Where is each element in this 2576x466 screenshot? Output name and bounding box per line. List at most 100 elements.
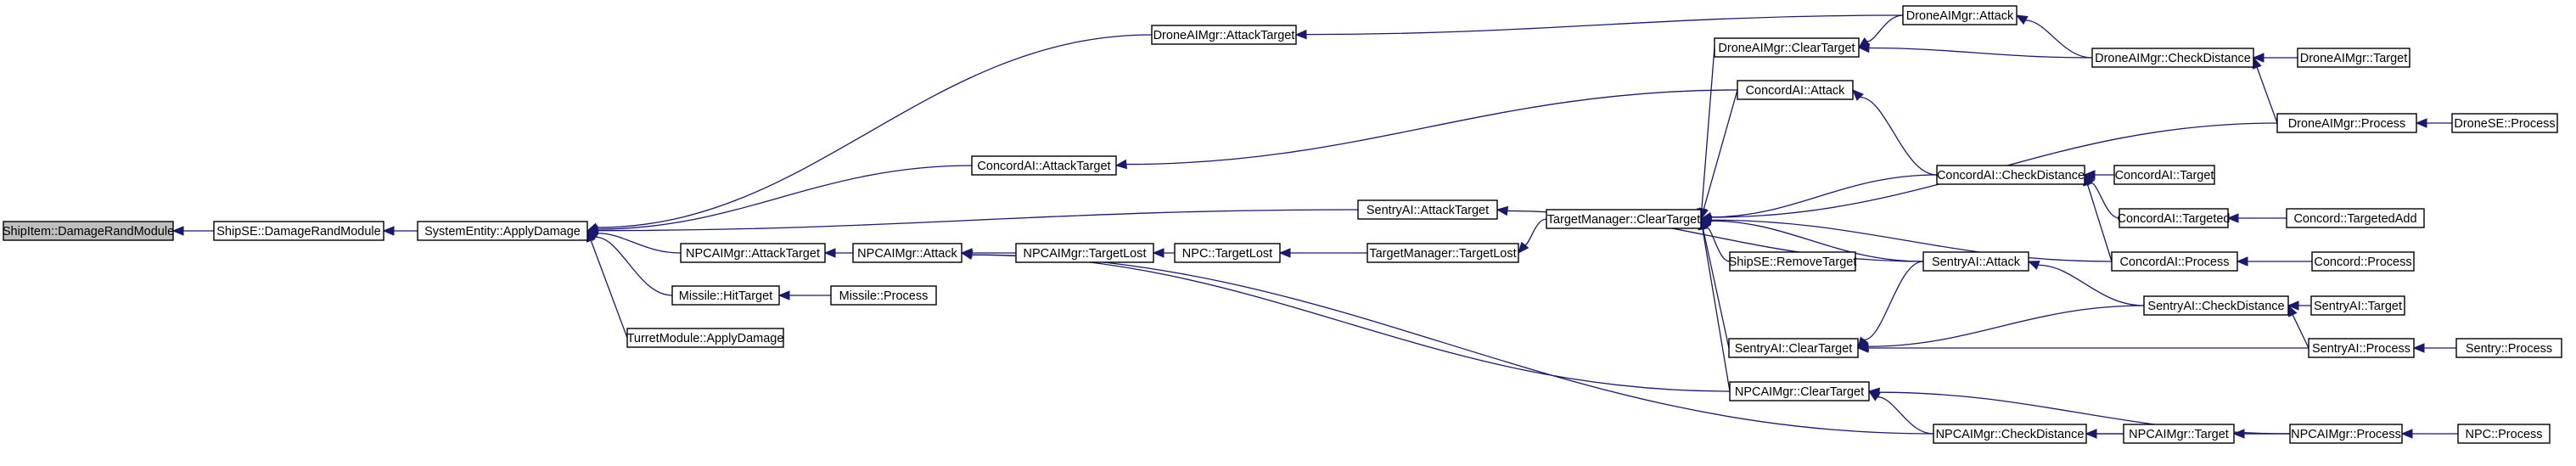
graph-node[interactable]: ShipSE::RemoveTarget xyxy=(1729,251,1857,272)
node-box[interactable] xyxy=(2310,295,2405,316)
graph-node[interactable]: DroneAIMgr::CheckDistance xyxy=(2091,48,2254,68)
node-label[interactable]: DroneAIMgr::AttackTarget xyxy=(1153,29,1295,42)
graph-node[interactable]: SentryAI::Attack xyxy=(1922,251,2029,272)
graph-node[interactable]: ConcordAI::AttackTarget xyxy=(971,155,1117,176)
node-label[interactable]: SystemEntity::ApplyDamage xyxy=(424,225,581,239)
node-box[interactable] xyxy=(2455,338,2562,358)
node-label[interactable]: ConcordAI::CheckDistance xyxy=(1937,169,2085,182)
node-box[interactable] xyxy=(671,285,780,306)
node-box[interactable] xyxy=(680,243,826,263)
node-box[interactable] xyxy=(1728,338,1859,358)
node-box[interactable] xyxy=(1546,209,1702,229)
graph-node[interactable]: DroneAIMgr::Target xyxy=(2297,48,2410,68)
node-box[interactable] xyxy=(1015,243,1154,263)
node-label[interactable]: Missile::HitTarget xyxy=(679,289,772,303)
graph-node[interactable]: SentryAI::CheckDistance xyxy=(2143,295,2289,316)
node-label[interactable]: NPC::Process xyxy=(2465,428,2542,441)
node-label[interactable]: NPCAIMgr::AttackTarget xyxy=(686,247,820,261)
node-box[interactable] xyxy=(2308,338,2415,358)
node-box[interactable] xyxy=(852,243,962,263)
node-box[interactable] xyxy=(213,221,384,241)
node-label[interactable]: SentryAI::ClearTarget xyxy=(1735,342,1853,356)
node-label[interactable]: SentryAI::CheckDistance xyxy=(2147,300,2284,313)
node-box[interactable] xyxy=(2289,424,2403,444)
graph-node[interactable]: DroneAIMgr::Process xyxy=(2276,113,2417,133)
node-box[interactable] xyxy=(1714,37,1860,58)
graph-node[interactable]: SystemEntity::ApplyDamage xyxy=(417,221,588,241)
graph-node[interactable]: TargetManager::TargetLost xyxy=(1367,243,1519,263)
graph-node[interactable]: NPCAIMgr::ClearTarget xyxy=(1729,381,1870,401)
node-label[interactable]: DroneAIMgr::ClearTarget xyxy=(1718,42,1855,55)
node-box[interactable] xyxy=(417,221,588,241)
node-label[interactable]: SentryAI::Attack xyxy=(1932,255,2021,269)
node-box[interactable] xyxy=(1902,5,2018,25)
node-box[interactable] xyxy=(1357,199,1498,220)
graph-node[interactable]: Missile::HitTarget xyxy=(671,285,780,306)
node-label[interactable]: NPCAIMgr::Attack xyxy=(857,247,957,261)
graph-node[interactable]: TargetManager::ClearTarget xyxy=(1546,209,1702,229)
node-label[interactable]: DroneAIMgr::Attack xyxy=(1906,9,2014,23)
node-box[interactable] xyxy=(1367,243,1519,263)
node-box[interactable] xyxy=(1729,251,1856,272)
node-label[interactable]: ConcordAI::Target xyxy=(2115,169,2214,182)
graph-node[interactable]: Sentry::Process xyxy=(2455,338,2562,358)
node-box[interactable] xyxy=(971,155,1117,176)
node-label[interactable]: Concord::Process xyxy=(2314,255,2411,269)
node-box[interactable] xyxy=(2091,48,2254,68)
node-box[interactable] xyxy=(1174,243,1281,263)
node-box[interactable] xyxy=(830,285,937,306)
graph-node[interactable]: ConcordAI::CheckDistance xyxy=(1936,165,2085,185)
graph-node[interactable]: ShipItem::DamageRandModule xyxy=(3,221,174,241)
graph-node[interactable]: SentryAI::Target xyxy=(2310,295,2405,316)
node-label[interactable]: TargetManager::TargetLost xyxy=(1369,247,1516,261)
node-box[interactable] xyxy=(626,328,784,348)
node-box[interactable] xyxy=(2286,208,2425,228)
node-box[interactable] xyxy=(3,221,174,241)
node-box[interactable] xyxy=(1151,25,1297,45)
node-label[interactable]: NPCAIMgr::ClearTarget xyxy=(1735,385,1864,399)
graph-node[interactable]: TurretModule::ApplyDamage xyxy=(626,328,784,348)
node-label[interactable]: Sentry::Process xyxy=(2466,342,2552,356)
node-label[interactable]: ConcordAI::Process xyxy=(2120,255,2230,269)
graph-node[interactable]: NPC::TargetLost xyxy=(1174,243,1281,263)
node-label[interactable]: NPCAIMgr::Target xyxy=(2129,428,2229,441)
graph-node[interactable]: Concord::TargetedAdd xyxy=(2286,208,2425,228)
node-label[interactable]: ShipSE::RemoveTarget xyxy=(1729,255,1857,269)
node-box[interactable] xyxy=(1936,165,2085,185)
graph-node[interactable]: NPCAIMgr::Process xyxy=(2289,424,2403,444)
node-label[interactable]: DroneAIMgr::Process xyxy=(2288,117,2406,131)
node-label[interactable]: TargetManager::ClearTarget xyxy=(1547,213,1701,227)
node-label[interactable]: ShipSE::DamageRandModule xyxy=(216,225,380,239)
graph-node[interactable]: Missile::Process xyxy=(830,285,937,306)
graph-node[interactable]: NPCAIMgr::Attack xyxy=(852,243,962,263)
node-label[interactable]: SentryAI::Process xyxy=(2312,342,2410,356)
node-label[interactable]: NPCAIMgr::Process xyxy=(2291,428,2401,441)
node-box[interactable] xyxy=(2119,208,2229,228)
graph-node[interactable]: ShipSE::DamageRandModule xyxy=(213,221,384,241)
node-box[interactable] xyxy=(2451,113,2558,133)
node-box[interactable] xyxy=(2276,113,2417,133)
graph-node[interactable]: DroneAIMgr::ClearTarget xyxy=(1714,37,1860,58)
graph-node[interactable]: NPCAIMgr::Target xyxy=(2123,424,2235,444)
node-box[interactable] xyxy=(2143,295,2289,316)
node-label[interactable]: NPC::TargetLost xyxy=(1182,247,1272,261)
node-label[interactable]: DroneAIMgr::CheckDistance xyxy=(2095,52,2251,65)
graph-node[interactable]: DroneSE::Process xyxy=(2451,113,2558,133)
node-label[interactable]: Missile::Process xyxy=(839,289,929,303)
node-box[interactable] xyxy=(2297,48,2410,68)
graph-node[interactable]: NPCAIMgr::TargetLost xyxy=(1015,243,1154,263)
node-label[interactable]: ConcordAI::Attack xyxy=(1746,84,1846,98)
graph-node[interactable]: Concord::Process xyxy=(2311,251,2415,272)
node-label[interactable]: DroneSE::Process xyxy=(2454,117,2555,131)
node-label[interactable]: TurretModule::ApplyDamage xyxy=(627,332,784,345)
node-label[interactable]: DroneAIMgr::Target xyxy=(2300,52,2408,65)
graph-node[interactable]: NPCAIMgr::AttackTarget xyxy=(680,243,826,263)
graph-node[interactable]: NPC::Process xyxy=(2457,424,2551,444)
node-box[interactable] xyxy=(2457,424,2551,444)
node-box[interactable] xyxy=(2113,165,2215,185)
node-box[interactable] xyxy=(1737,80,1854,100)
node-box[interactable] xyxy=(2311,251,2415,272)
graph-node[interactable]: DroneAIMgr::AttackTarget xyxy=(1151,25,1297,45)
graph-node[interactable]: ConcordAI::Target xyxy=(2113,165,2215,185)
node-box[interactable] xyxy=(1922,251,2029,272)
